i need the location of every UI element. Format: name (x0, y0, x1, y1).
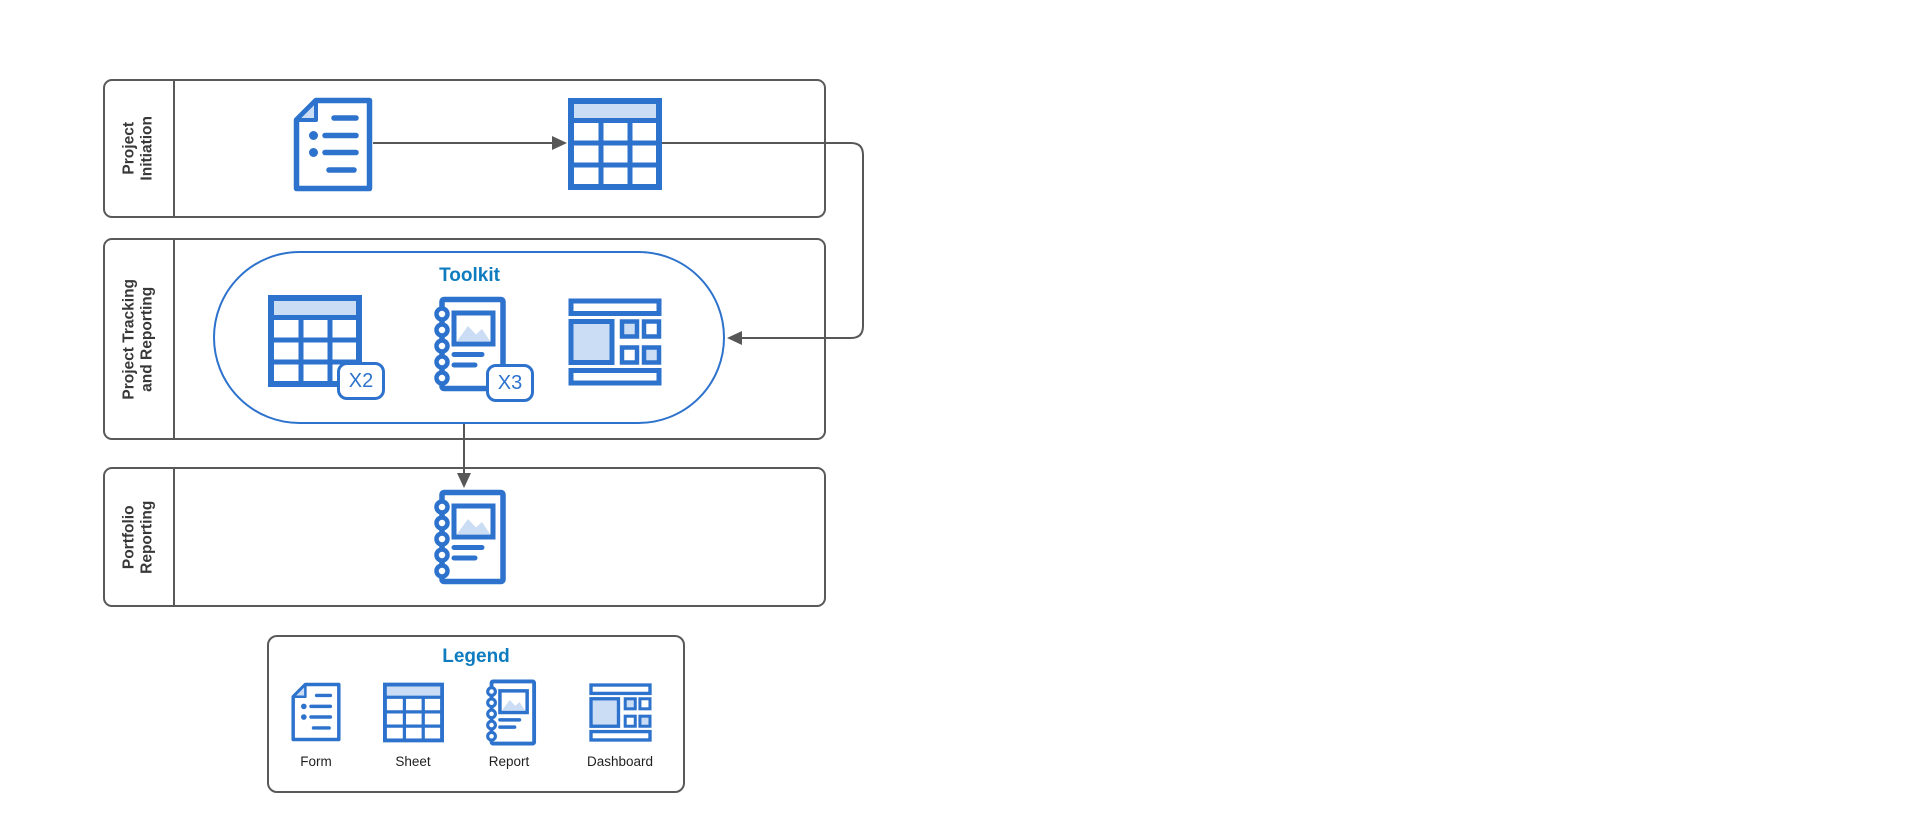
legend-item-label: Report (488, 754, 530, 769)
legend-item-sheet: Sheet (368, 677, 458, 769)
lane-header: Portfolio Reporting (105, 469, 175, 605)
form-icon (291, 677, 341, 747)
sheet-icon (383, 677, 444, 747)
legend-item-report: Report (464, 677, 554, 769)
multiplier-badge-x2: X2 (337, 362, 385, 400)
dashboard-icon (589, 677, 652, 747)
legend-title: Legend (442, 646, 510, 667)
report-icon (427, 489, 507, 585)
multiplier-badge-x3: X3 (486, 364, 534, 402)
legend-item-dashboard: Dashboard (575, 677, 665, 769)
legend-item-label: Sheet (395, 754, 431, 769)
legend-item-form: Form (271, 677, 361, 769)
lane-label: Project Initiation (120, 116, 156, 181)
lane-label: Project Tracking and Reporting (120, 278, 156, 400)
legend-item-label: Form (300, 754, 332, 769)
form-icon (293, 97, 373, 192)
lane-label: Portfolio Reporting (120, 500, 156, 574)
toolkit-title: Toolkit (439, 265, 500, 286)
legend-item-label: Dashboard (586, 754, 654, 769)
lane-project-initiation: Project Initiation (103, 79, 826, 218)
lane-header: Project Initiation (105, 81, 175, 216)
sheet-icon (568, 98, 662, 190)
report-icon (481, 677, 537, 747)
lane-header: Project Tracking and Reporting (105, 240, 175, 438)
dashboard-icon (568, 298, 662, 386)
legend-box: Legend Form Sheet Report Dashboard (267, 635, 685, 793)
